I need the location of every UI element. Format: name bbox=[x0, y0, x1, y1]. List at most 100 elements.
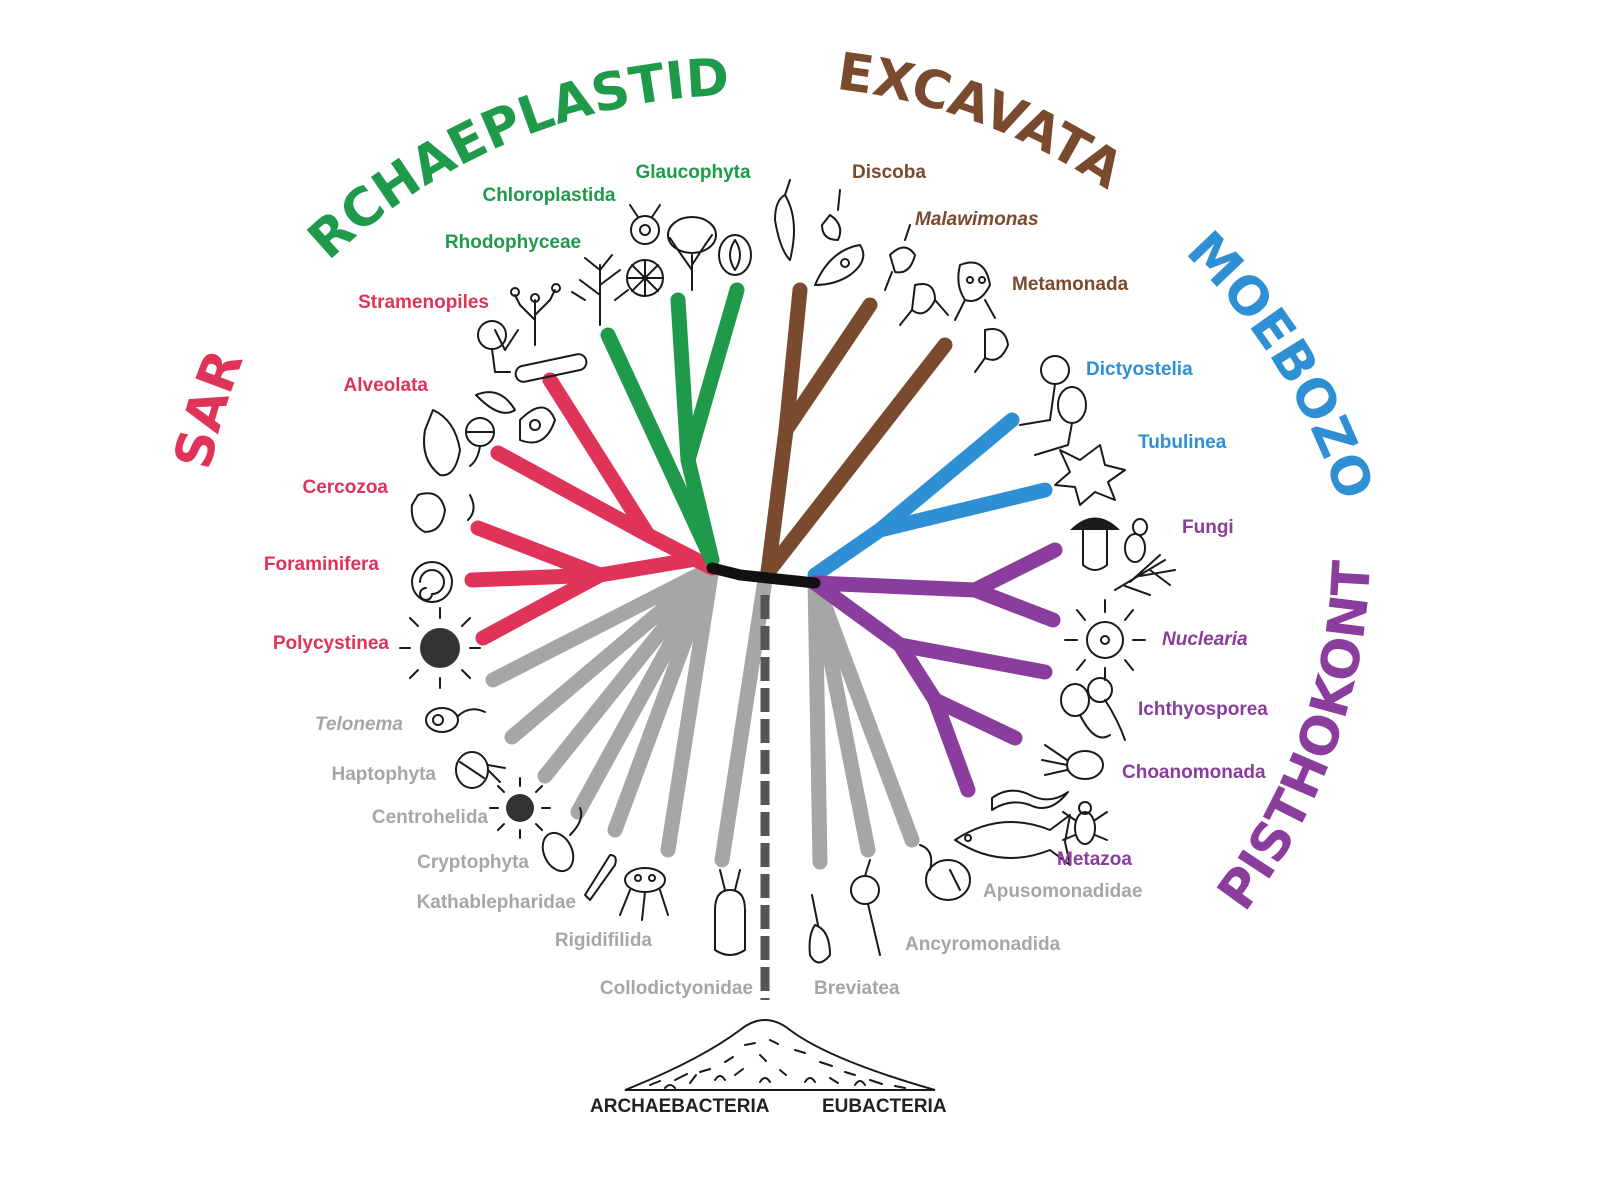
label-metazoa: Metazoa bbox=[1057, 849, 1132, 870]
label-malawimonas: Malawimonas bbox=[915, 209, 1039, 230]
telonema-icon bbox=[425, 707, 486, 733]
incertae-sedis-labels: Telonema Haptophyta Centrohelida Cryptop… bbox=[315, 714, 1142, 999]
haptophyte-icon bbox=[455, 751, 506, 789]
branch-metamonada bbox=[760, 337, 953, 580]
fish-icon bbox=[954, 814, 1071, 866]
branch-haptophyta bbox=[504, 560, 720, 745]
label-apusomonadidae: Apusomonadidae bbox=[983, 881, 1142, 902]
sar-branches bbox=[464, 372, 720, 646]
label-chloroplastida: Chloroplastida bbox=[482, 185, 615, 206]
opisthokonta-labels: Fungi Nuclearia Ichthyosporea Choanomona… bbox=[1057, 517, 1268, 870]
green-alga-cell-icon bbox=[629, 204, 661, 245]
glaucocystis-icon bbox=[718, 234, 752, 276]
branch-malawimonas bbox=[778, 297, 878, 438]
branch-stramenopiles bbox=[490, 445, 656, 543]
beetle-icon bbox=[1062, 801, 1108, 845]
diatom-icon bbox=[514, 353, 588, 383]
paramecium-icon bbox=[423, 409, 461, 477]
colony-icon bbox=[477, 320, 511, 373]
worm-icon bbox=[991, 789, 1069, 811]
cryptomonad-icon bbox=[541, 807, 583, 873]
nuclearia-icon bbox=[1064, 599, 1146, 681]
label-ichthyosporea: Ichthyosporea bbox=[1138, 699, 1268, 720]
branch-centrohelida bbox=[537, 560, 720, 784]
branch-apusomonadidae bbox=[807, 572, 920, 848]
label-choanomonada: Choanomonada bbox=[1122, 762, 1266, 783]
kathablepharid-icon bbox=[584, 854, 617, 901]
rigidifilida-icon bbox=[619, 867, 669, 921]
amoeba-icon bbox=[1054, 444, 1126, 506]
desmid-icon bbox=[626, 259, 664, 297]
base-labels: ARCHAEBACTERIA EUBACTERIA bbox=[590, 1096, 947, 1117]
sar-labels: Stramenopiles Alveolata Cercozoa Foramin… bbox=[264, 292, 489, 654]
organism-illustrations bbox=[399, 179, 1176, 1091]
flagellate-icon bbox=[814, 189, 865, 286]
apusomonad-icon bbox=[919, 844, 971, 901]
label-ancyromonadida: Ancyromonadida bbox=[905, 934, 1061, 955]
branch-breviatea bbox=[807, 572, 828, 870]
label-breviatea: Breviatea bbox=[814, 978, 900, 999]
label-foraminifera: Foraminifera bbox=[264, 554, 380, 575]
testate-amoeba-icon bbox=[410, 492, 475, 533]
seaweed-icon bbox=[571, 254, 629, 326]
slime-mold-icon bbox=[1019, 355, 1087, 456]
archaeplastida-labels: Glaucophyta Chloroplastida Rhodophyceae bbox=[445, 162, 751, 253]
excavata-labels: Discoba Malawimonas Metamonada bbox=[852, 162, 1129, 295]
dinoflagellate-icon bbox=[465, 417, 495, 467]
label-kathablepharidae: Kathablepharidae bbox=[417, 892, 576, 913]
branch-tubulinea bbox=[872, 482, 1053, 538]
supergroup-archaeplastida: ARCHAEPLASTIDA bbox=[0, 0, 731, 271]
branch-collodictyonidae bbox=[714, 572, 773, 868]
ciliate-icon bbox=[475, 391, 556, 444]
ancyromonad-icon bbox=[850, 859, 881, 956]
label-metamonada: Metamonada bbox=[1012, 274, 1129, 295]
collodictyon-icon bbox=[714, 869, 746, 956]
trichomonad-icon bbox=[899, 283, 1009, 373]
label-archaebacteria: ARCHAEBACTERIA bbox=[590, 1096, 770, 1117]
label-glaucophyta: Glaucophyta bbox=[635, 162, 751, 183]
tree-icon bbox=[667, 216, 717, 291]
excavata-branches bbox=[760, 282, 953, 580]
label-dictyostelia: Dictyostelia bbox=[1086, 359, 1193, 380]
amoebozoa-branches bbox=[807, 412, 1053, 583]
label-eubacteria: EUBACTERIA bbox=[822, 1096, 947, 1117]
label-tubulinea: Tubulinea bbox=[1138, 432, 1227, 453]
label-haptophyta: Haptophyta bbox=[332, 764, 437, 785]
branch-glaucophyta bbox=[680, 282, 745, 468]
label-centrohelida: Centrohelida bbox=[372, 807, 489, 828]
kelp-icon bbox=[494, 283, 561, 351]
euglena-icon bbox=[774, 179, 795, 261]
tree-backbone bbox=[706, 562, 821, 589]
bacteria-mound-icon bbox=[624, 1019, 936, 1091]
mycelium-icon bbox=[1114, 554, 1176, 596]
mushroom-icon bbox=[1070, 517, 1120, 571]
archaeplastida-branches bbox=[600, 282, 745, 568]
radiolarian-icon bbox=[399, 607, 481, 689]
branch-telonema bbox=[485, 560, 720, 688]
ichthyosporea-icon bbox=[1060, 677, 1126, 741]
label-cercozoa: Cercozoa bbox=[302, 477, 388, 498]
branch-rhodophyceae bbox=[600, 327, 720, 568]
foram-shell-icon bbox=[411, 561, 453, 603]
label-cryptophyta: Cryptophyta bbox=[417, 852, 529, 873]
opisthokonta-branches bbox=[807, 542, 1063, 798]
choanoflagellate-icon bbox=[1041, 744, 1104, 780]
supergroup-sar: SAR bbox=[164, 342, 256, 474]
label-rhodophyceae: Rhodophyceae bbox=[445, 232, 581, 253]
branch-rigidifilida bbox=[607, 560, 720, 838]
giardia-icon bbox=[954, 261, 996, 321]
heliozoan-icon bbox=[489, 777, 551, 839]
label-collodictyonidae: Collodictyonidae bbox=[600, 978, 753, 999]
branch-kathablepharidae bbox=[660, 560, 720, 858]
branch-metazoa bbox=[927, 692, 976, 798]
label-discoba: Discoba bbox=[852, 162, 926, 183]
branch-polycystinea bbox=[475, 567, 608, 646]
branch-foraminifera bbox=[464, 567, 608, 588]
malawimonas-icon bbox=[884, 224, 916, 291]
label-telonema: Telonema bbox=[315, 714, 403, 735]
breviate-icon bbox=[808, 894, 831, 964]
label-alveolata: Alveolata bbox=[344, 375, 429, 396]
branch-nuclearia bbox=[967, 582, 1061, 628]
label-fungi: Fungi bbox=[1182, 517, 1234, 538]
yeast-icon bbox=[1124, 518, 1148, 563]
